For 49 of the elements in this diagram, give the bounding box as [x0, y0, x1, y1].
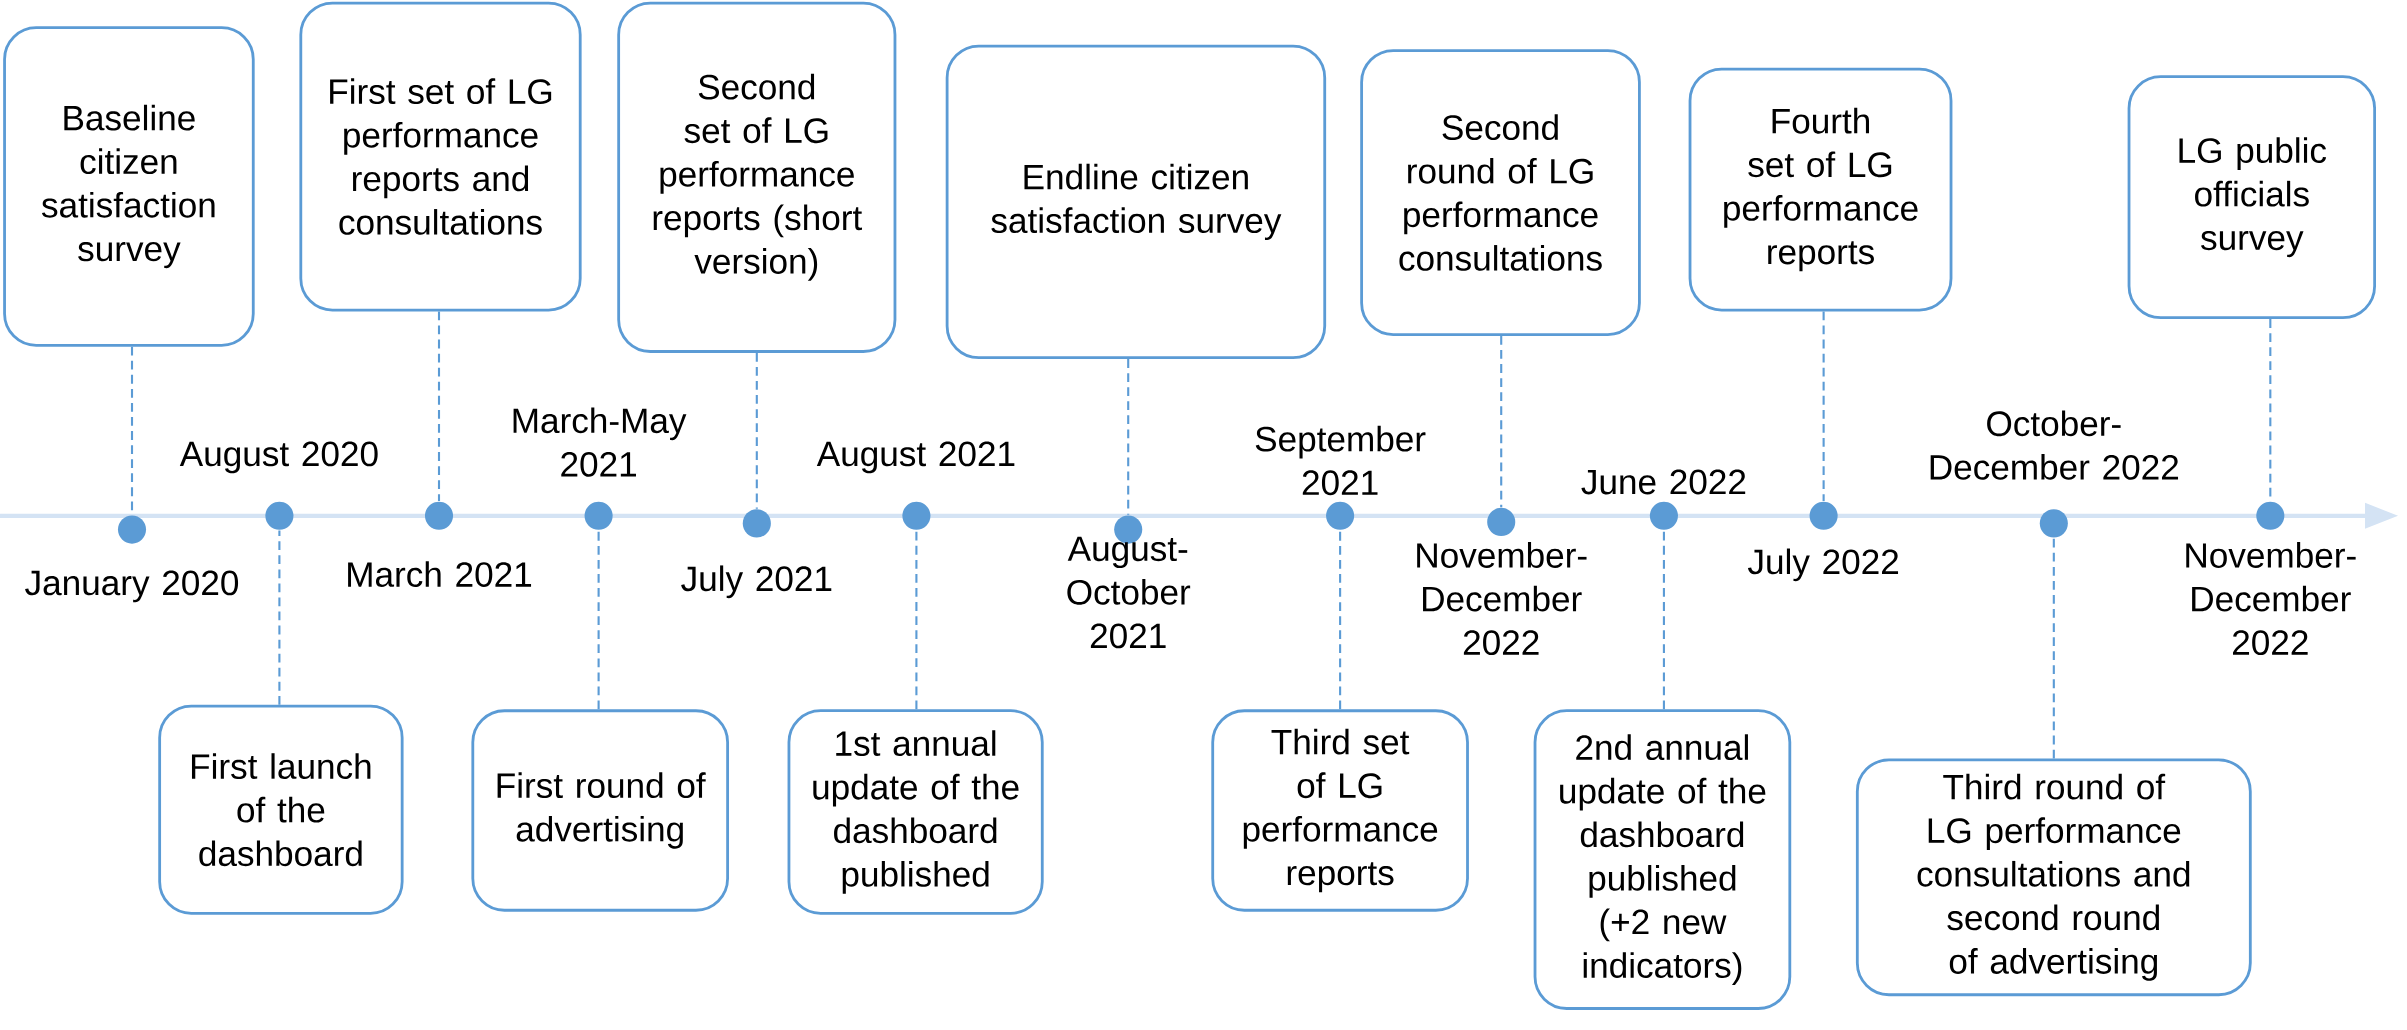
timeline-dot [117, 515, 147, 544]
event-box: Endline citizen satisfaction survey [945, 44, 1327, 360]
leader-line [915, 530, 918, 710]
timeline-dot [265, 501, 294, 530]
leader-line [437, 311, 441, 502]
timeline-dot [1487, 507, 1516, 536]
date-label: August-October 2021 [1067, 536, 1191, 649]
date-label: September 2021 [1255, 425, 1426, 496]
timeline-dot [424, 501, 454, 530]
date-label: June 2022 [1581, 469, 1746, 495]
event-box: 1st annual update of the dashboard published [787, 709, 1044, 915]
date-label: July 2021 [681, 565, 832, 599]
leader-line [278, 530, 281, 705]
leader-line [1339, 530, 1342, 710]
event-box: First launch of the dashboard [158, 704, 404, 915]
date-label: January 2020 [25, 570, 239, 603]
date-label: November-December 2022 [1417, 542, 1587, 656]
leader-line [2052, 538, 2055, 759]
event-box: Fourth set of LG performance reports [1688, 67, 1953, 312]
leader-line [1127, 359, 1130, 515]
leader-line [755, 352, 758, 509]
timeline-dot [742, 509, 771, 538]
timeline-dot [2256, 501, 2285, 530]
timeline-dot [2039, 509, 2068, 538]
event-box: 2nd annual update of the dashboard published (+2 new indicators) [1533, 709, 1792, 1010]
date-label: July 2022 [1747, 548, 1899, 582]
leader-line [1822, 311, 1825, 502]
event-box: Third round of LG performance consultations and second round of advertising [1855, 758, 2252, 997]
date-label: March-May 2021 [513, 407, 687, 477]
date-label: October-December 2022 [1930, 410, 2179, 480]
timeline-dot [1649, 501, 1678, 530]
date-label: November-December 2022 [2186, 542, 2356, 656]
event-box: Baseline citizen satisfaction survey [3, 26, 255, 347]
timeline-dot [902, 501, 931, 530]
date-label: August 2021 [816, 441, 1015, 474]
timeline-dot [584, 501, 613, 530]
leader-line [1662, 530, 1665, 710]
date-label: March 2021 [348, 561, 532, 587]
date-label: August 2020 [179, 441, 378, 474]
event-box: Second set of LG performance reports (short version) [617, 1, 897, 353]
event-box: First set of LG performance reports and consultations [299, 1, 582, 312]
leader-line [597, 530, 600, 710]
event-box: Third set of LG performance reports [1211, 709, 1469, 912]
timeline-dot [1326, 501, 1355, 530]
event-box: First round of advertising [471, 709, 729, 912]
timeline-dot [1809, 501, 1838, 530]
leader-line [1500, 336, 1503, 508]
event-box: Second round of LG performance consultations [1360, 49, 1641, 336]
event-box: LG public officials survey [2127, 75, 2377, 320]
